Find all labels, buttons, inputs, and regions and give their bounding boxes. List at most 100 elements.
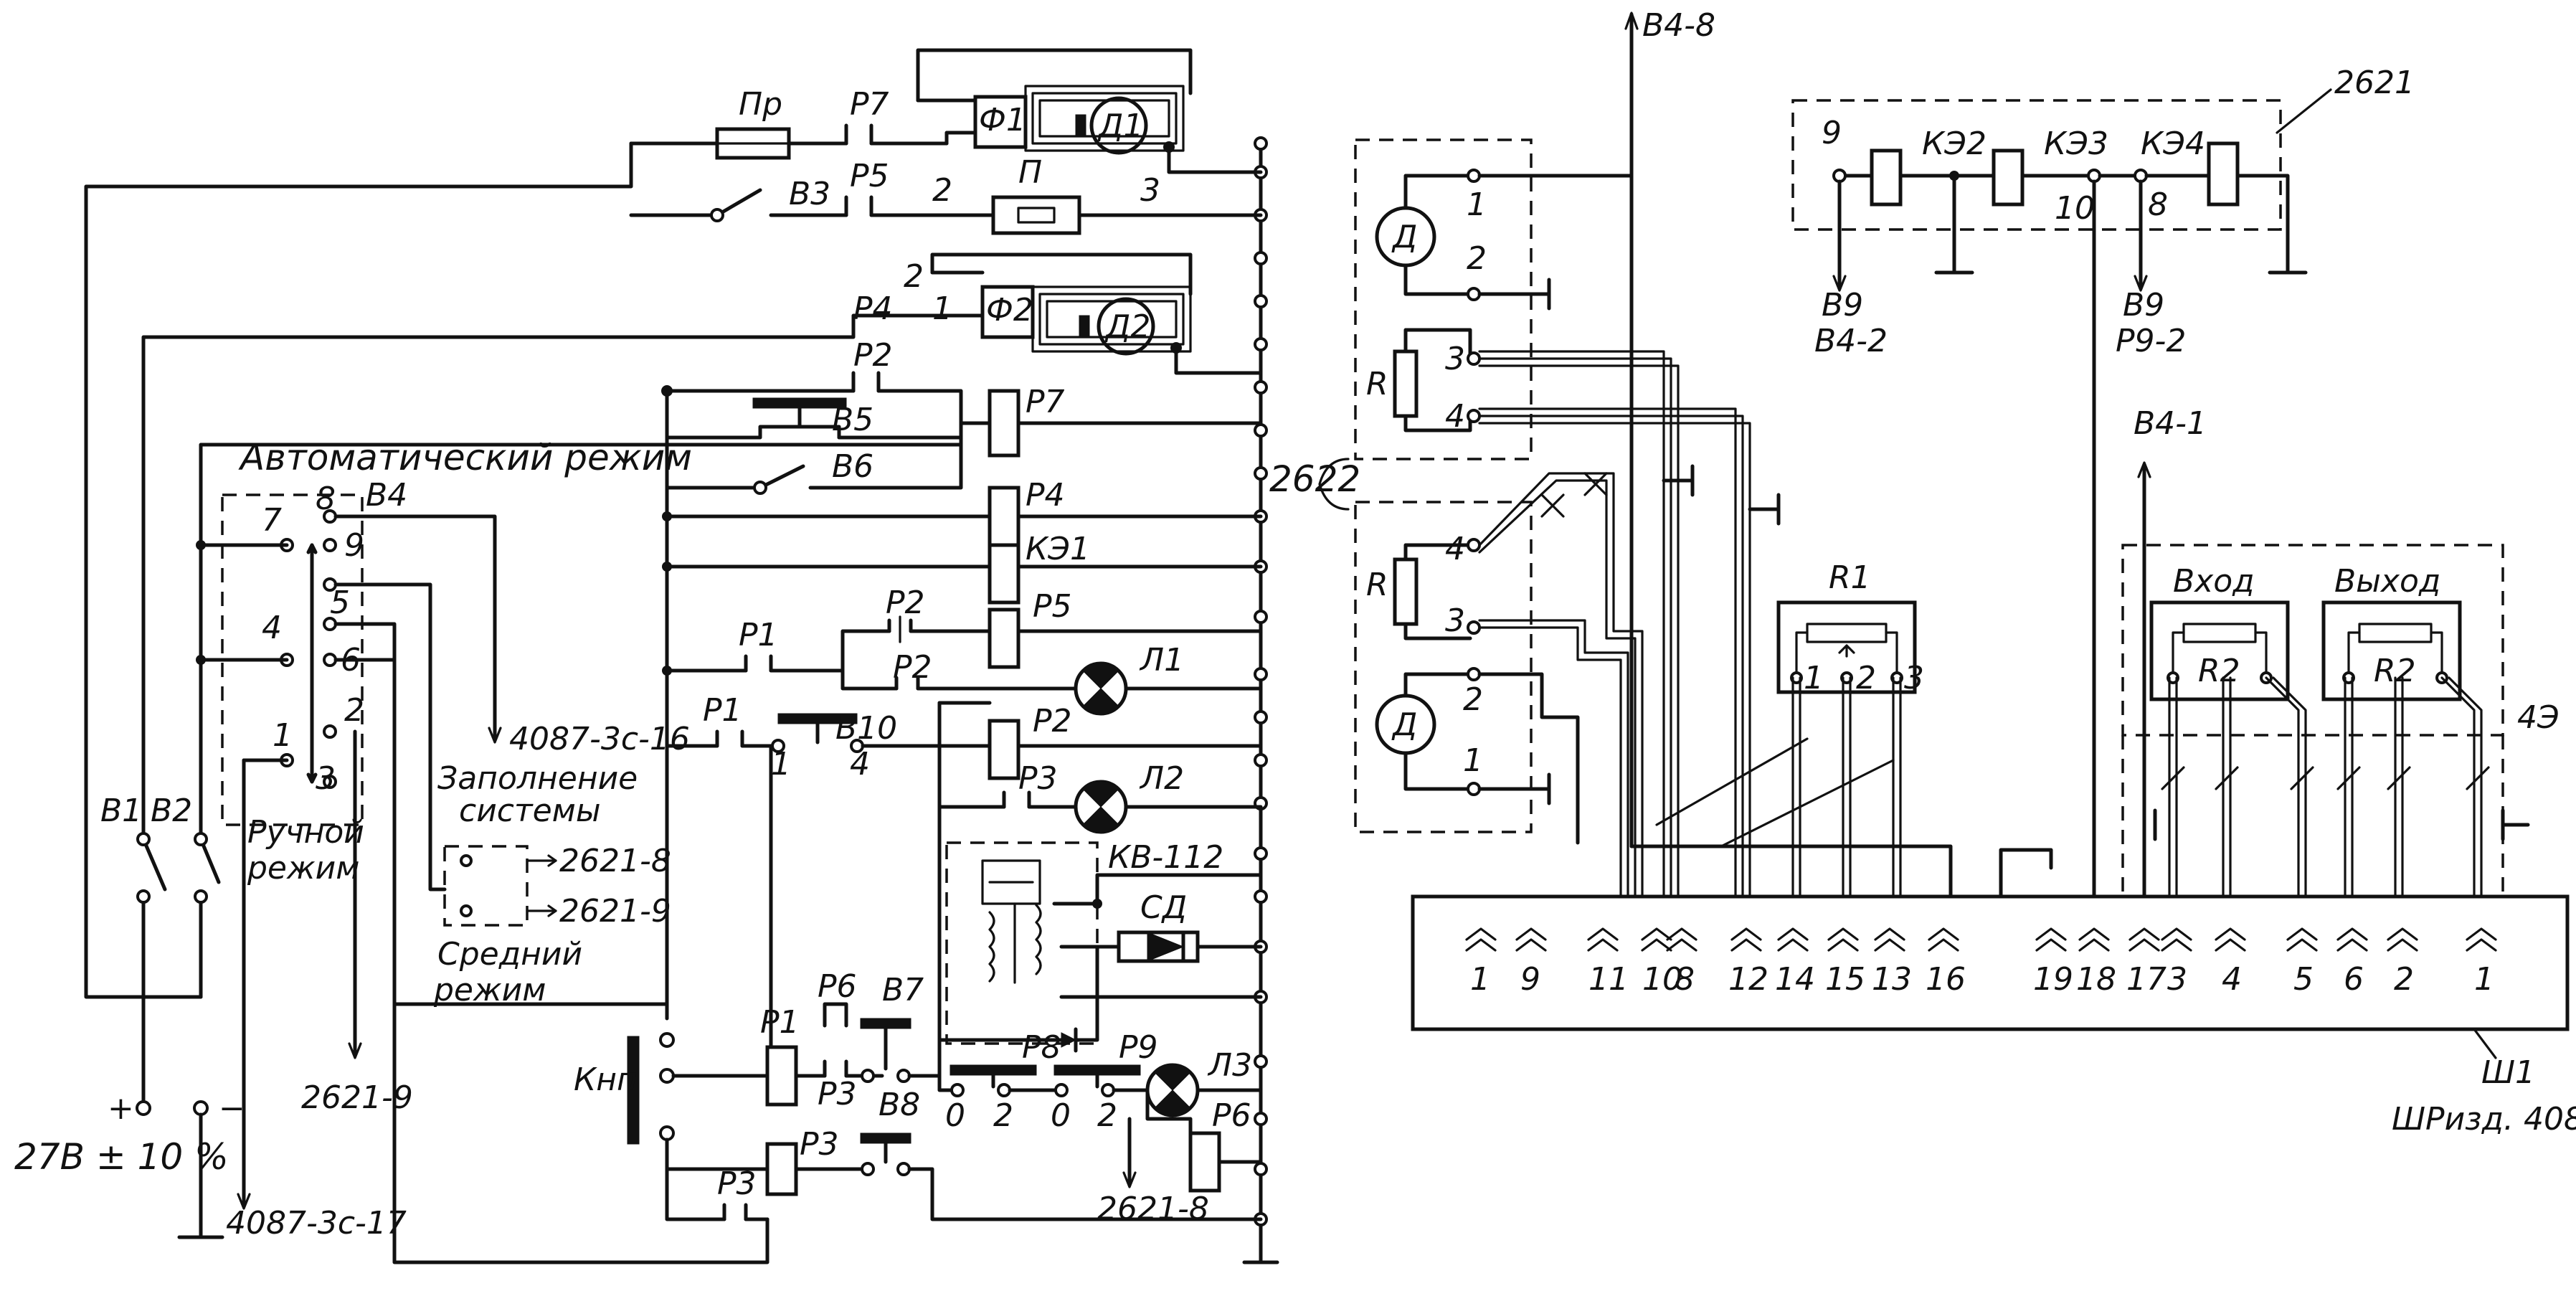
heater-p <box>991 195 1081 235</box>
label-r-upper: R <box>1366 366 1388 402</box>
label-sd: СД <box>1140 889 1187 926</box>
relay-coil-p1 <box>765 1045 798 1107</box>
label-fill2: системы <box>459 793 601 829</box>
label-p2c: Р2 <box>893 649 932 686</box>
pin-v10-1: 1 <box>771 746 791 782</box>
connector-pin: 10 <box>1642 961 1682 998</box>
pin-p8-2: 2 <box>993 1097 1013 1134</box>
label-b1: В1 <box>100 793 142 829</box>
connector-pin: 4 <box>2222 961 2242 998</box>
motor-d-upper: Д <box>1375 174 1472 296</box>
ref-v9b: В9 <box>2123 287 2164 323</box>
supply-plus: + <box>108 1090 134 1127</box>
label-b2: В2 <box>151 793 192 829</box>
label-r1: R1 <box>1829 559 1871 596</box>
pin-v4-8: 8 <box>316 481 336 517</box>
label-p3a: Р3 <box>1018 760 1058 797</box>
pin-2621-10: 10 <box>2055 190 2095 227</box>
ref-2621-8b: 2621-8 <box>1097 1191 1209 1227</box>
connector-pin: 11 <box>1588 961 1629 998</box>
pin-v4-7: 7 <box>262 502 282 539</box>
label-r-lower: R <box>1366 567 1388 603</box>
label-output: Выход <box>2334 563 2440 600</box>
ref-2621-9a: 2621-9 <box>559 893 671 930</box>
resistor-r-lower <box>1393 557 1419 626</box>
pin-p3: 3 <box>1140 172 1160 209</box>
block-2622-upper <box>1354 138 1533 460</box>
label-2622: 2622 <box>1269 458 1360 500</box>
label-b7: В7 <box>882 972 924 1008</box>
label-p1a: Р1 <box>739 617 778 653</box>
lamp-l1 <box>1074 661 1128 716</box>
svg-text:Д2: Д2 <box>1104 308 1150 345</box>
button-p8 <box>950 1064 1037 1097</box>
pin-2622-1a: 1 <box>1467 186 1487 223</box>
label-l1: Л1 <box>1139 642 1184 678</box>
connector-pin: 6 <box>2344 961 2364 998</box>
label-4e: 4Э <box>2517 699 2560 736</box>
relay-coil-p3 <box>765 1142 798 1196</box>
pin-p9-0: 0 <box>1051 1097 1071 1134</box>
ref-v4-8: В4-8 <box>1642 7 1715 44</box>
label-p7a: Р7 <box>850 86 889 123</box>
label-b6: В6 <box>832 448 873 485</box>
right-schematic: В4-8 2622 Д 1 2 R 3 4 R 4 <box>1269 7 2576 1138</box>
io-block-box <box>2121 544 2504 737</box>
label-ke1: КЭ1 <box>1026 531 1090 567</box>
connector-pin: 12 <box>1728 961 1768 998</box>
label-p9: Р9 <box>1119 1029 1158 1066</box>
label-p: П <box>1018 154 1042 191</box>
pin-2621-8: 8 <box>2148 186 2168 223</box>
ref-v4-1: В4-1 <box>2134 405 2207 442</box>
label-ke4: КЭ4 <box>2141 126 2205 162</box>
pin-v10-4: 4 <box>850 746 870 782</box>
connector-pin: 8 <box>1675 961 1695 998</box>
relay-coil-ke1 <box>988 543 1021 605</box>
cable-bundle-2622 <box>1478 350 1751 898</box>
switch-b2 <box>194 832 221 904</box>
label-fill1: Заполнение <box>437 760 638 797</box>
label-v4: В4 <box>366 477 407 514</box>
resistor-r-upper <box>1393 349 1419 418</box>
label-p2a: Р2 <box>853 337 893 374</box>
label-2621: 2621 <box>2334 65 2415 101</box>
label-p3c: Р3 <box>800 1126 839 1163</box>
ref-v9a: В9 <box>1822 287 1863 323</box>
label-ke2: КЭ2 <box>1922 126 1987 162</box>
lamp-l2 <box>1074 780 1128 834</box>
label-r2a: R2 <box>2198 653 2240 689</box>
pin-2622-4a: 4 <box>1445 398 1465 435</box>
sensor-sd <box>1117 930 1200 963</box>
label-p8: Р8 <box>1022 1029 1061 1066</box>
svg-text:Д: Д <box>1391 219 1417 255</box>
connector-pin: 16 <box>1926 961 1966 998</box>
connector-pin: 1 <box>1470 961 1490 998</box>
connector-pin: 13 <box>1872 961 1912 998</box>
label-p3d: Р3 <box>717 1165 757 1202</box>
button-b7 <box>860 1018 911 1083</box>
connector-pin: 18 <box>2076 961 2116 998</box>
pin-v4-9: 9 <box>344 527 364 564</box>
label-sh1-sub: ШРизд. 4087-3с <box>2392 1101 2576 1138</box>
label-p6b: Р6 <box>1212 1097 1251 1134</box>
pin-v4-5: 5 <box>330 585 350 621</box>
pin-p8-0: 0 <box>945 1097 965 1134</box>
block-2622-lower <box>1354 501 1533 833</box>
ref-v4-2: В4-2 <box>1814 323 1888 359</box>
label-b8: В8 <box>879 1087 920 1123</box>
label-p4a: Р4 <box>853 290 893 327</box>
filter-f1 <box>973 95 1028 149</box>
connector-pin: 1 <box>2474 961 2494 998</box>
pin-f2b: 1 <box>932 290 952 327</box>
label-p3b: Р3 <box>818 1076 857 1112</box>
pin-2621-9: 9 <box>1822 115 1842 151</box>
label-b10: В10 <box>835 710 897 747</box>
label-ke3: КЭ3 <box>2044 126 2108 162</box>
connector-pin: 9 <box>1520 961 1540 998</box>
ref-4087-16: 4087-3с-16 <box>509 721 690 757</box>
motor-d-lower: Д <box>1375 672 1472 791</box>
label-fuse: Пр <box>739 86 782 123</box>
button-b5 <box>665 397 847 440</box>
output-box <box>2321 600 2462 701</box>
